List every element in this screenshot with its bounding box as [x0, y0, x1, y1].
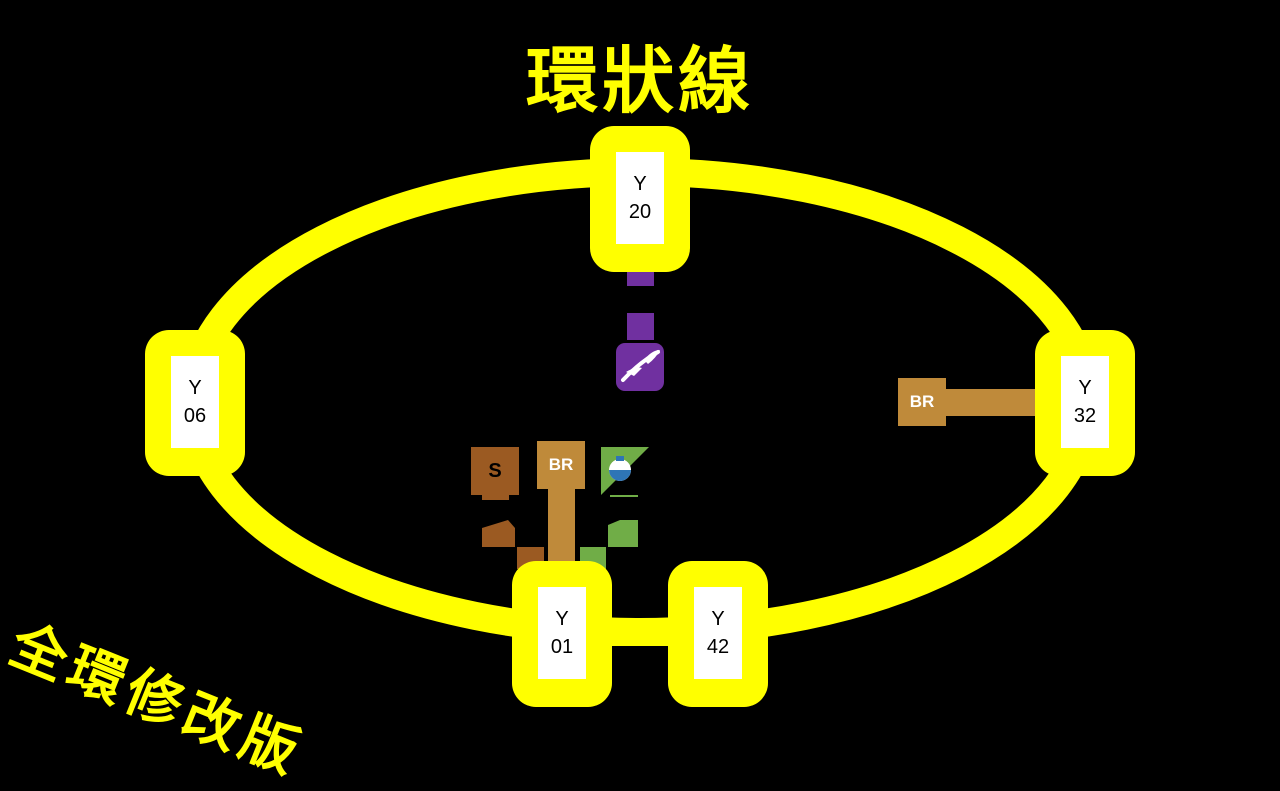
station-y42-label: Y 42 — [694, 587, 742, 679]
br-line-badge-right[interactable]: BR — [898, 378, 946, 426]
s-line-segment — [482, 492, 509, 500]
light-rail-icon — [601, 447, 649, 495]
station-y32[interactable]: Y 32 — [1035, 330, 1135, 476]
station-number: 20 — [628, 201, 652, 223]
brown-line-to-y01 — [548, 488, 575, 568]
station-y42[interactable]: Y 42 — [668, 561, 768, 707]
purple-line-segment — [627, 313, 654, 340]
station-y32-label: Y 32 — [1061, 356, 1109, 448]
station-number: 32 — [1073, 405, 1097, 427]
station-line-code: Y — [555, 608, 569, 630]
station-y20[interactable]: Y 20 — [590, 126, 690, 272]
station-line-code: Y — [1078, 377, 1092, 399]
station-line-code: Y — [188, 377, 202, 399]
station-line-code: Y — [711, 608, 725, 630]
green-line-segment — [608, 520, 638, 547]
s-line-badge[interactable]: S — [471, 447, 519, 495]
station-line-code: Y — [633, 173, 647, 195]
s-line-segment — [482, 520, 515, 547]
purple-line-segment — [627, 272, 654, 286]
station-y06[interactable]: Y 06 — [145, 330, 245, 476]
station-number: 01 — [550, 636, 574, 658]
diagram-title: 環狀線 — [525, 39, 754, 123]
station-y01[interactable]: Y 01 — [512, 561, 612, 707]
br-line-badge-bottom[interactable]: BR — [537, 441, 585, 489]
station-y01-label: Y 01 — [538, 587, 586, 679]
station-number: 42 — [706, 636, 730, 658]
green-line-segment — [610, 495, 638, 497]
y01-y42-connector — [605, 618, 675, 646]
station-y20-label: Y 20 — [616, 152, 664, 244]
station-number: 06 — [183, 405, 207, 427]
station-y06-label: Y 06 — [171, 356, 219, 448]
brown-line-to-y32 — [945, 389, 1037, 416]
airport-line-icon — [616, 343, 664, 391]
